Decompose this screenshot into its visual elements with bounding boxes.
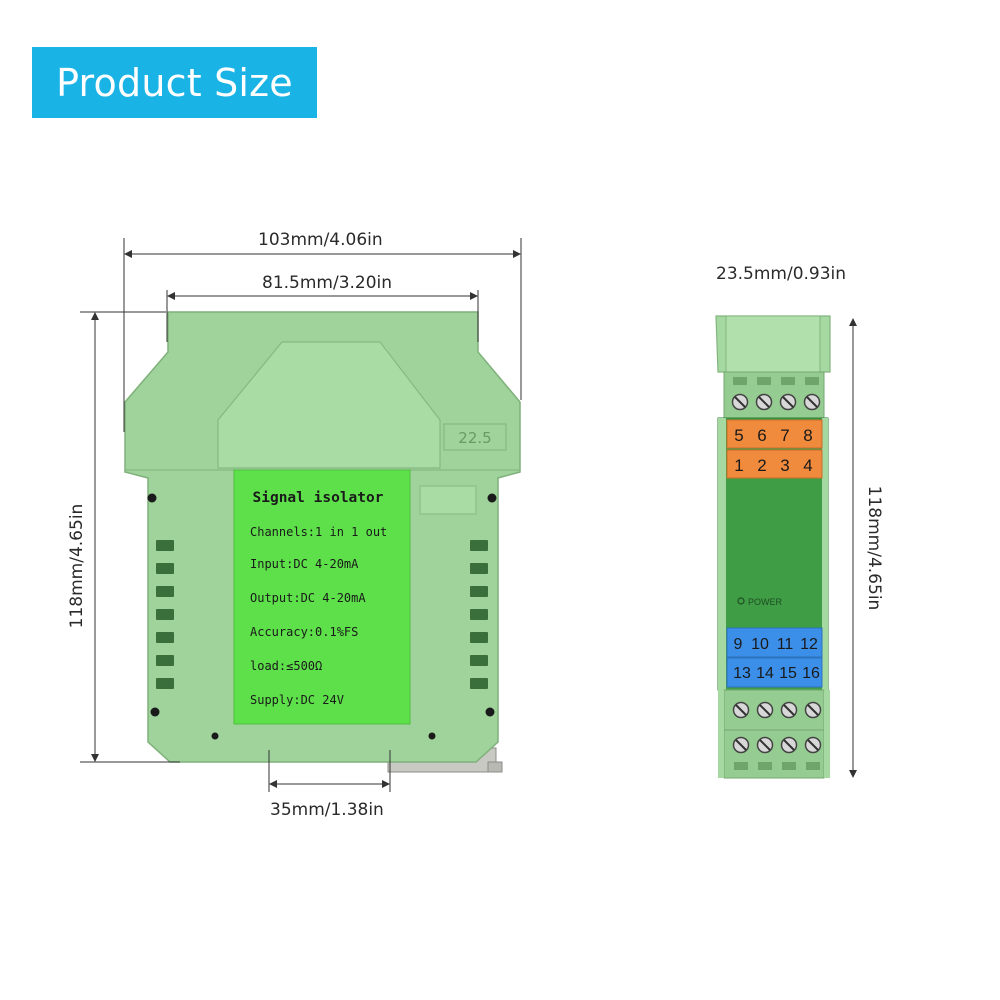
blank-tab (419, 485, 477, 515)
dim-label-overall-width: 103mm/4.06in (258, 230, 383, 250)
terminal-number: 9 (734, 636, 743, 653)
dim-rail-width (268, 750, 391, 792)
mounting-holes (147, 493, 497, 740)
terminal-number: 13 (733, 665, 751, 682)
product-size-banner: Product Size (32, 47, 317, 118)
dim-label-left-height: 118mm/4.65in (67, 503, 87, 629)
terminal-number: 8 (803, 426, 812, 445)
terminal-number: 12 (800, 636, 818, 653)
terminal-number: 10 (751, 636, 769, 653)
terminal-number: 5 (734, 426, 743, 445)
terminal-number: 3 (780, 456, 789, 475)
terminal-number: 1 (734, 456, 743, 475)
terminal-screws-bottom (732, 701, 822, 770)
blue-row-top (726, 627, 823, 658)
orange-row-bottom (726, 449, 823, 479)
product-label (233, 469, 411, 725)
power-led-icon (737, 597, 745, 605)
label-line: Output:DC 4-20mA (250, 591, 366, 605)
terminal-screws-top (731, 377, 821, 411)
vent-slots (156, 540, 488, 689)
terminal-number: 16 (802, 665, 820, 682)
model-mark-text: 22.5 (458, 429, 491, 447)
dim-left-height (80, 311, 180, 763)
terminal-number: 7 (780, 426, 789, 445)
terminal-number: 14 (756, 665, 774, 682)
power-label: POWER (748, 597, 783, 607)
dim-label-inner-width: 81.5mm/3.20in (262, 273, 393, 293)
label-line: load:≤500Ω (250, 659, 322, 673)
front-view: 22.5 (80, 238, 522, 792)
terminal-number: 6 (757, 426, 766, 445)
dim-overall-width (123, 238, 522, 432)
label-line: Supply:DC 24V (250, 693, 344, 707)
dim-label-side-width: 23.5mm/0.93in (716, 264, 847, 284)
terminal-number: 11 (777, 636, 794, 653)
orange-row-top (726, 419, 823, 449)
label-line: Accuracy:0.1%FS (250, 625, 358, 639)
terminal-number: 15 (779, 665, 797, 682)
terminal-number: 2 (757, 456, 766, 475)
label-title: Signal isolator (253, 490, 384, 506)
label-line: Channels:1 in 1 out (250, 525, 387, 539)
top-ridge (217, 341, 441, 469)
dim-label-rail-width: 35mm/1.38in (270, 800, 384, 820)
side-view: 5 6 7 8 1 2 3 4 POWER 9 10 11 12 13 14 1… (715, 315, 857, 779)
blue-row-bottom (726, 657, 823, 688)
terminal-number: 4 (803, 456, 812, 475)
dim-label-right-height: 118mm/4.65in (864, 485, 884, 611)
dim-inner-width (166, 290, 479, 342)
model-mark-box (443, 423, 507, 451)
label-line: Input:DC 4-20mA (250, 557, 359, 571)
